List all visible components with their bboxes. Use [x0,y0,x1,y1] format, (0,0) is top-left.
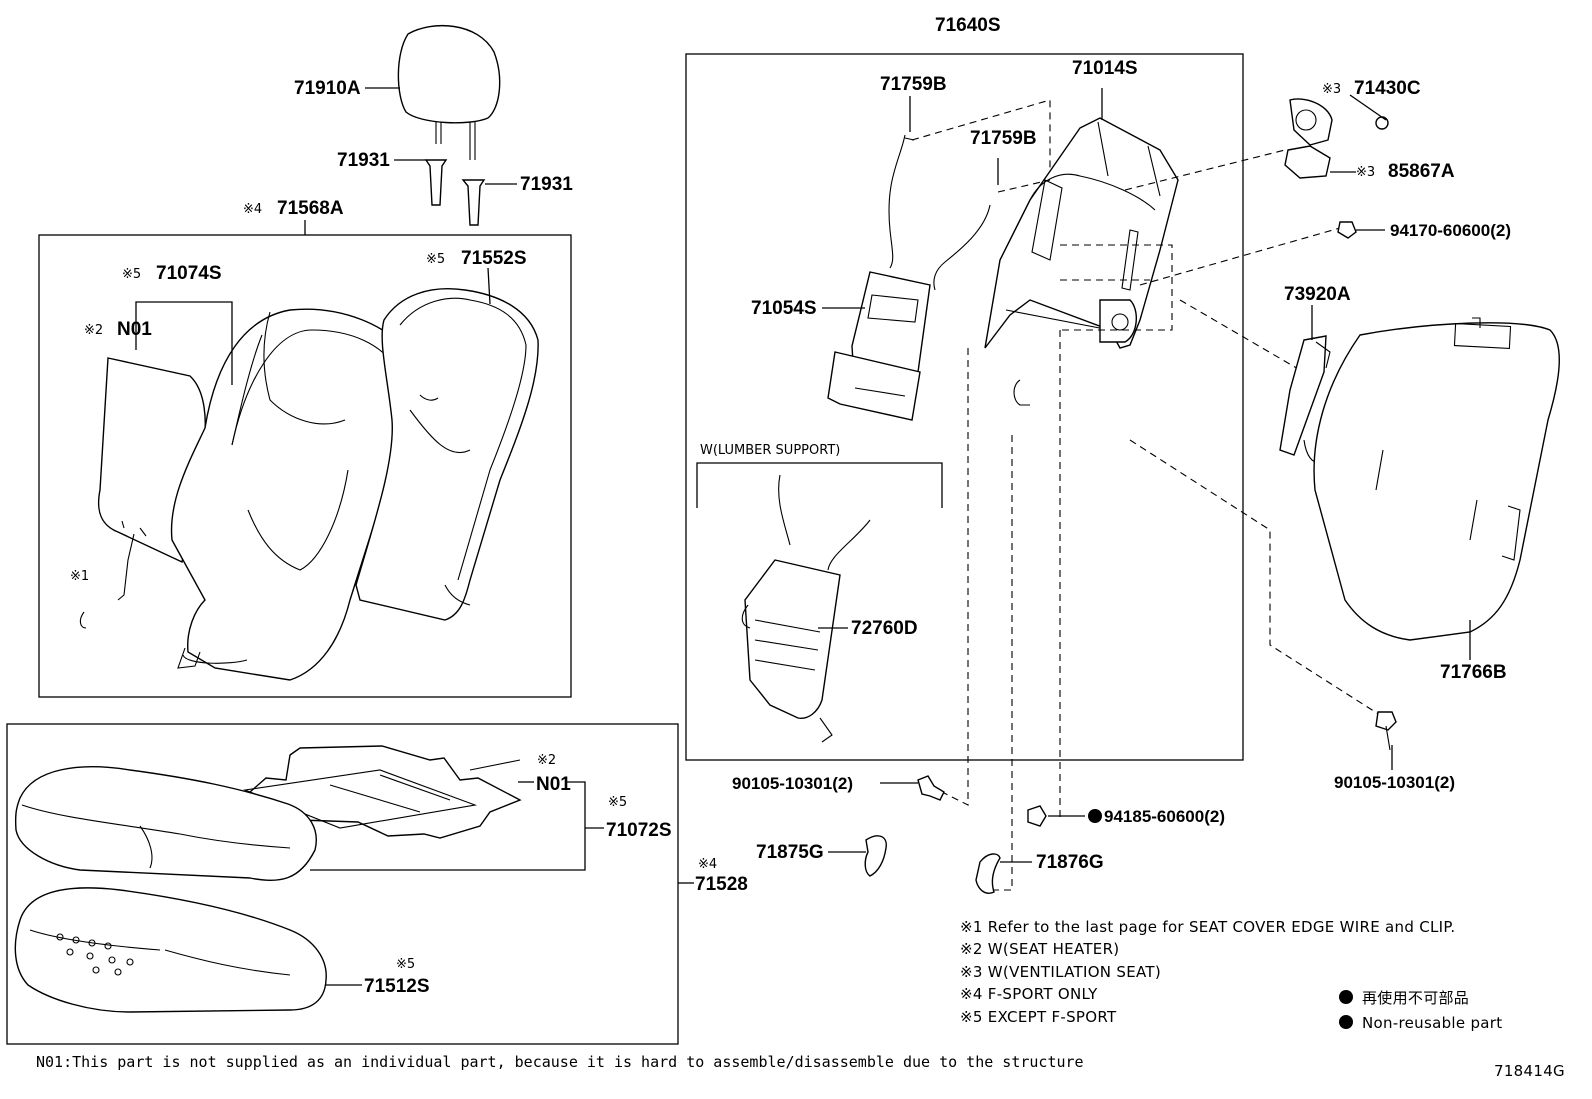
label-71568A: 71568A [277,198,344,219]
label-71512S: 71512S [364,976,430,997]
label-71014S: 71014S [1072,58,1138,79]
label-N01-seatback: N01 [117,319,152,340]
mark-71430C: ※3 [1322,82,1341,97]
label-90105-10301-left: 90105-10301(2) [732,774,853,793]
label-71528: 71528 [695,874,748,895]
legend-dot-jp [1339,990,1353,1004]
label-71931-left: 71931 [337,150,390,171]
cover-71876G-drawing [975,853,1001,894]
lumbar-support-alt-drawing [741,474,871,743]
label-71910A: 71910A [294,78,361,99]
note-3: ※3 W(VENTILATION SEAT) [960,963,1161,981]
note-2: ※2 W(SEAT HEATER) [960,940,1119,958]
note-4: ※4 F-SPORT ONLY [960,985,1098,1003]
footnote: N01:This part is not supplied as an indi… [36,1053,1084,1071]
seat-heater-drawing [242,745,522,839]
bolt-90105-right-drawing [1375,711,1397,751]
nut-94185-drawing [1027,805,1047,827]
label-72760D: 72760D [851,618,918,639]
lumbar-support-drawing [827,134,991,421]
seatback-board-drawing [1313,317,1560,641]
label-71074S: 71074S [156,263,222,284]
label-90105-10301-right: 90105-10301(2) [1334,773,1455,792]
seatback-pad-drawing [355,288,539,621]
legend-jp: 再使用不可部品 [1362,989,1469,1007]
label-71640S: 71640S [935,15,1001,36]
mark-edge-wire: ※1 [70,569,89,584]
cover-71875G-drawing [864,835,887,877]
seat-cushion-frame [6,723,679,1045]
seat-cushion-pad-drawing [14,887,327,1013]
mark-71528: ※4 [698,857,717,872]
headrest-guide-drawing [424,159,486,226]
mark-N01-cushion: ※2 [537,753,556,768]
mark-85867A: ※3 [1356,165,1375,180]
label-71072S: 71072S [606,820,672,841]
label-71759B-right: 71759B [970,128,1037,149]
clip-94170-drawing [1337,221,1357,239]
label-94185-60600: 94185-60600(2) [1104,807,1225,826]
label-71875G: 71875G [756,842,824,863]
diagram-id: 718414G [1494,1062,1565,1080]
label-71430C: 71430C [1354,78,1421,99]
seatback-frame-box [685,53,1244,761]
label-73920A: 73920A [1284,284,1351,305]
seat-cushion-cover-drawing [14,766,317,881]
label-85867A: 85867A [1388,161,1455,182]
headrest-drawing [397,24,501,160]
bolt-90105-left-drawing [917,775,945,801]
mark-N01-seatback: ※2 [84,323,103,338]
mark-71072S: ※5 [608,795,627,810]
mark-71568A: ※4 [243,202,262,217]
mark-71074S: ※5 [122,267,141,282]
label-71876G: 71876G [1036,852,1104,873]
seatback-cover-drawing [170,308,414,681]
seatback-frame-drawing [984,117,1179,406]
lumber-support-label: W(LUMBER SUPPORT) [700,443,840,458]
note-1: ※1 Refer to the last page for SEAT COVER… [960,918,1455,936]
non-reusable-dot [1088,809,1102,823]
label-71552S: 71552S [461,248,527,269]
label-71759B-left: 71759B [880,74,947,95]
ventilation-fan-drawing [1284,98,1389,179]
label-71766B: 71766B [1440,662,1507,683]
lumber-support-bracket [696,462,943,508]
label-N01-cushion: N01 [536,774,571,795]
legend-dot-en [1339,1015,1353,1029]
legend-en: Non-reusable part [1362,1014,1502,1032]
note-5: ※5 EXCEPT F-SPORT [960,1008,1117,1026]
mark-71512S: ※5 [396,957,415,972]
label-94170-60600: 94170-60600(2) [1390,221,1511,240]
label-71931-right: 71931 [520,174,573,195]
label-71054S: 71054S [751,298,817,319]
mark-71552S: ※5 [426,252,445,267]
